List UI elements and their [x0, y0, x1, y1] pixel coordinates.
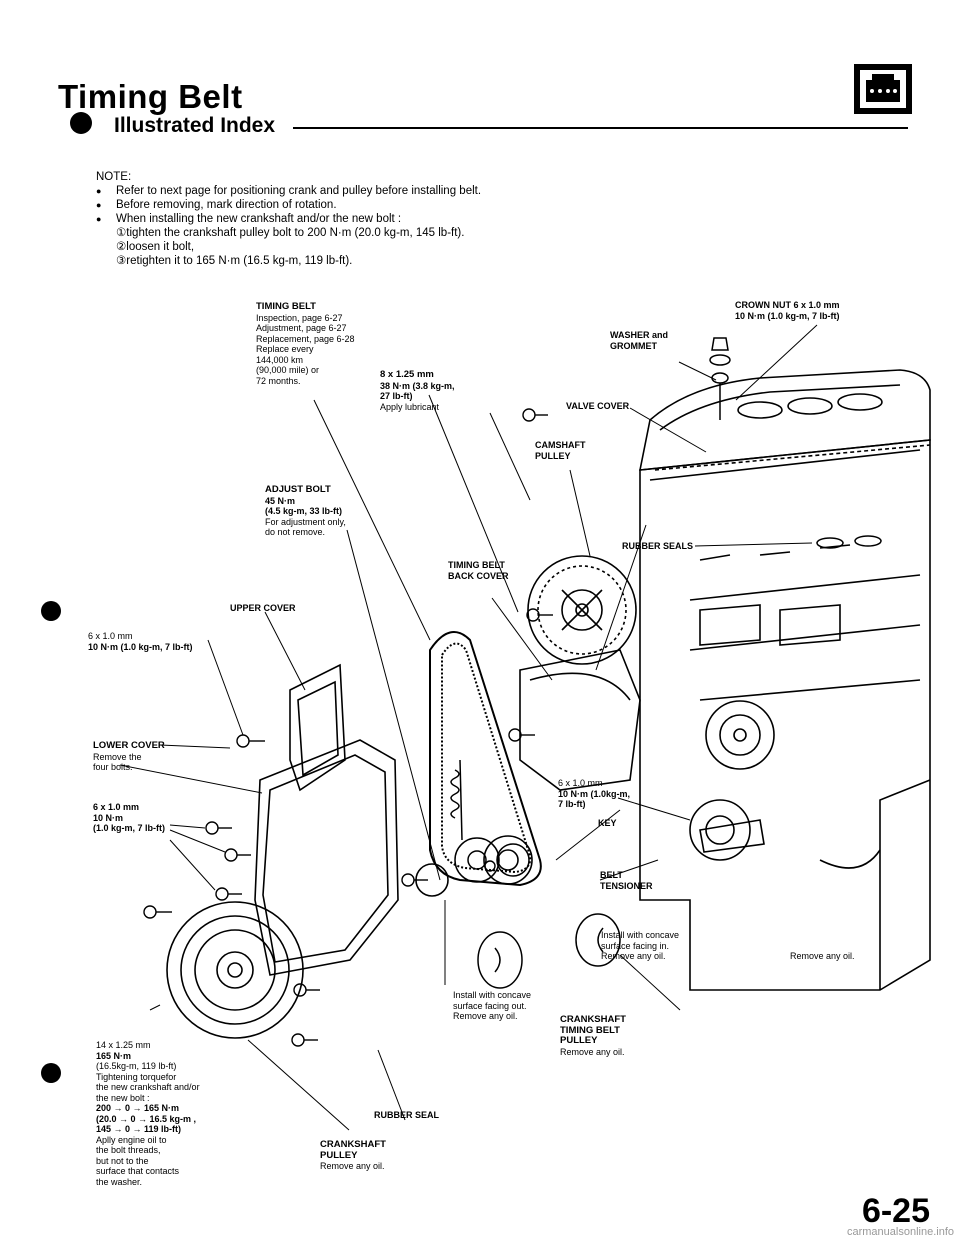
camshaft-pulley — [527, 555, 637, 665]
timing-belt — [429, 631, 542, 887]
valve-cover — [639, 369, 931, 471]
upper-cover — [289, 663, 346, 792]
lower-cover — [254, 739, 399, 976]
note-item: Before removing, mark direction of rotat… — [96, 198, 481, 212]
adjust-bolt-label: ADJUST BOLT 45 N·m (4.5 kg-m, 33 lb-ft) … — [265, 484, 346, 537]
crankshaft-pulley-label: CRANKSHAFT PULLEY Remove any oil. — [320, 1139, 386, 1171]
leader-lines — [119, 324, 818, 1131]
bolt-8x125-label: 8 x 1.25 mm 38 N·m (3.8 kg-m, 27 lb-ft) … — [380, 369, 455, 412]
valve-cover-label: VALVE COVER — [566, 401, 630, 411]
camshaft-pulley-label: CAMSHAFT PULLEY — [535, 440, 586, 461]
bolt-6x10-right-label: 6 x 1.0 mm 10 N·m (1.0kg-m, 7 lb-ft) — [558, 778, 631, 809]
engine-icon — [854, 64, 912, 114]
timing-belt-label: TIMING BELT Inspection, page 6-27 Adjust… — [256, 301, 355, 386]
note-block: NOTE: Refer to next page for positioning… — [96, 170, 481, 268]
washer-grommet-label: WASHER and GROMMET — [610, 330, 669, 351]
crown-nut-label: CROWN NUT 6 x 1.0 mm 10 N·m (1.0 kg-m, 7… — [735, 300, 840, 321]
note-item: Refer to next page for positioning crank… — [96, 184, 481, 198]
lower-cover-label: LOWER COVER Remove the four bolts. — [93, 740, 165, 772]
crankshaft-pulley — [166, 901, 304, 1039]
note-heading: NOTE: — [96, 171, 132, 183]
bolt-14x125-label: 14 x 1.25 mm 165 N·m (16.5kg-m, 119 lb-f… — [96, 1040, 200, 1187]
margin-bullet — [41, 601, 61, 621]
note-step: ②loosen it bolt, — [116, 241, 195, 253]
bolt-6x10-upper-label: 6 x 1.0 mm 10 N·m (1.0 kg-m, 7 lb-ft) — [88, 631, 193, 652]
bolt-6x10-left-label: 6 x 1.0 mm 10 N·m (1.0 kg-m, 7 lb-ft) — [93, 802, 166, 833]
key-label: KEY — [598, 818, 617, 828]
remove-oil-label: Remove any oil. — [790, 951, 855, 961]
rubber-seal-label: RUBBER SEAL — [374, 1110, 440, 1120]
back-cover-label: TIMING BELT BACK COVER — [448, 560, 509, 581]
timing-belt-back-cover — [519, 649, 641, 791]
page-number: 6-25 — [861, 1192, 930, 1230]
note-item: When installing the new crankshaft and/o… — [96, 212, 481, 226]
note-step: ③retighten it to 165 N·m (16.5 kg-m, 119… — [116, 255, 353, 267]
belt-tensioner — [450, 759, 530, 883]
rubber-seals-label: RUBBER SEALS — [622, 541, 694, 551]
washer-details — [477, 913, 621, 989]
section-bullet — [70, 112, 92, 134]
bolts — [143, 408, 553, 1047]
crank-timing-pulley-label: CRANKSHAFT TIMING BELT PULLEY Remove any… — [560, 1014, 626, 1057]
install-in-label: Install with concave surface facing in. … — [601, 930, 680, 961]
install-out-label: Install with concave surface facing out.… — [453, 990, 532, 1021]
belt-tensioner-label: BELT TENSIONER — [600, 870, 653, 891]
watermark: carmanualsonline.info — [846, 1226, 954, 1238]
section-subtitle: Illustrated Index — [114, 114, 276, 137]
engine-block — [639, 439, 931, 991]
rubber-seals-icon — [816, 535, 882, 549]
note-step: ①tighten the crankshaft pulley bolt to 2… — [116, 227, 465, 239]
header-rule — [293, 127, 908, 129]
page-title: Timing Belt — [58, 78, 243, 115]
margin-bullet — [41, 1063, 61, 1083]
upper-cover-label: UPPER COVER — [230, 603, 296, 613]
